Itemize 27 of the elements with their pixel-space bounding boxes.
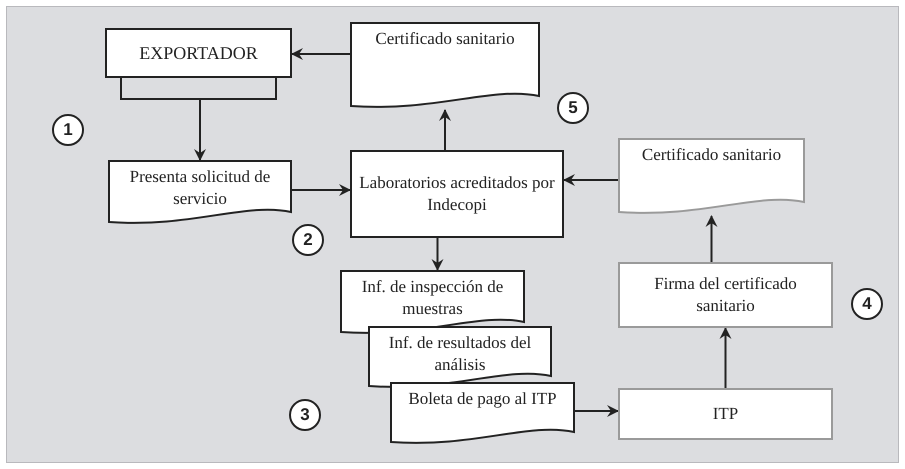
arrow [432, 238, 444, 271]
arrow [439, 109, 451, 150]
process-box [618, 262, 833, 328]
process-box [618, 388, 833, 440]
document-shape [350, 22, 540, 110]
arrow [720, 327, 732, 388]
document-shape [108, 160, 292, 226]
node-text: Boleta de pago al ITP [408, 388, 557, 410]
document-shape [390, 382, 575, 446]
node-text: Firma del certificado sanitario [653, 273, 798, 317]
document-shape [618, 138, 805, 216]
node-text: Laboratorios acreditados por Indecopi [358, 172, 556, 216]
node-text: Certificado sanitario [375, 28, 515, 50]
node-text: Presenta solicitud de servicio [128, 166, 272, 210]
arrow [575, 405, 619, 417]
arrow [194, 100, 206, 161]
node-text: ITP [712, 403, 738, 425]
arrow [292, 184, 351, 196]
arrow [291, 48, 350, 60]
node-text: EXPORTADOR [139, 42, 258, 64]
node-text: Inf. de inspección de muestras [360, 276, 504, 320]
arrow [563, 174, 618, 186]
process-box [350, 150, 564, 238]
node-text: Certificado sanitario [642, 144, 782, 166]
arrow [706, 215, 718, 262]
process-box [105, 28, 292, 100]
node-text: Inf. de resultados del análisis [388, 332, 532, 376]
